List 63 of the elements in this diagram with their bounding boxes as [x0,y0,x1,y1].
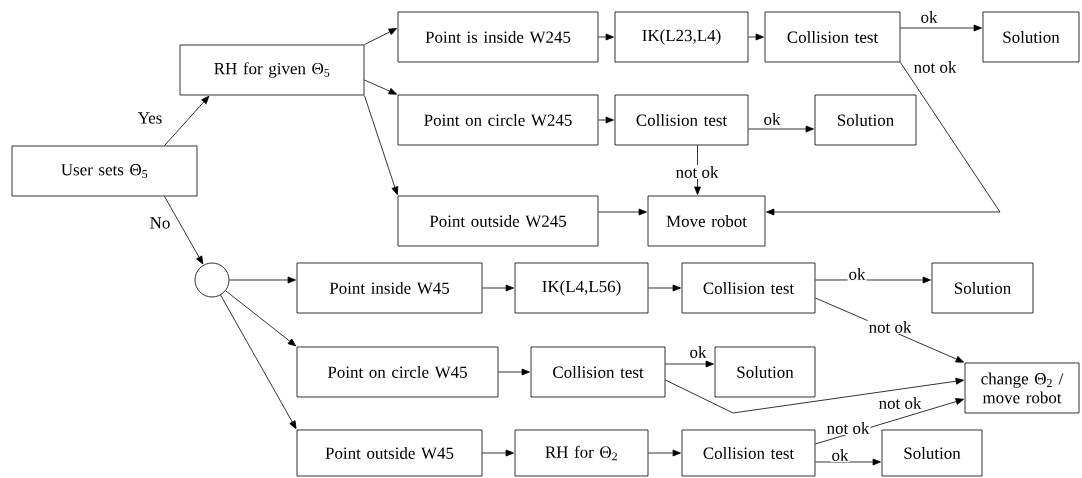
arrow [694,145,701,195]
arrow [498,368,530,376]
edge-label: No [148,216,172,230]
process-box: User sets Θ$_{5}$ [11,145,198,197]
arrow [815,398,964,445]
process-box: IK(L4,L56) [514,262,649,314]
process-box: Solution [931,262,1034,314]
arrow [665,377,964,414]
process-box: Collision test [614,94,749,146]
process-box: Collision test [764,11,901,63]
arrow [815,297,964,363]
arrow [364,79,397,95]
edge-label: not ok [825,421,871,435]
process-box: change Θ$_{2}$ / move robot [964,362,1080,414]
arrow [815,276,931,284]
arrow [648,284,681,292]
edge-label: ok [830,448,850,462]
arrow [164,196,204,265]
arrow [482,449,514,457]
process-box: Point outside W45 [296,429,483,477]
process-box: Solution [982,11,1080,63]
edge-label: not ok [867,320,913,334]
edge-label: not ok [877,396,923,410]
edge-label: not ok [912,60,958,74]
arrow [164,95,210,146]
process-box: RH for given Θ$_{5}$ [179,44,365,96]
process-box: Collision test [681,429,816,477]
edge-label: not ok [674,165,720,179]
arrow [220,294,297,430]
edge-label: Yes [136,111,164,125]
arrow [665,360,714,368]
process-box: Solution [881,429,983,477]
arrow [815,458,881,466]
arrow [364,95,399,195]
arrow [648,449,681,457]
arrow [598,116,614,124]
process-box: Point on circle W245 [397,94,599,146]
process-box: RH for Θ$_{2}$ [514,429,649,477]
process-box: IK(L23,L4) [614,11,749,63]
process-box: Point on circle W45 [296,346,499,398]
process-box: Point is inside W245 [397,11,599,63]
junction-circle [194,262,230,298]
edge-label: ok [919,10,939,24]
process-box: Solution [714,346,816,398]
arrow [229,276,296,284]
arrow [766,62,1001,216]
arrow [598,33,614,41]
process-box: Collision test [681,262,816,314]
process-box: Solution [814,94,917,146]
process-box: Point outside W245 [397,195,599,247]
arrow [748,33,764,41]
arrow [364,28,397,45]
arrow [482,284,514,292]
arrow [900,24,982,32]
process-box: Move robot [647,195,766,247]
process-box: Point inside W45 [296,262,483,314]
edge-label: ok [762,112,782,126]
edge-label: ok [688,345,708,359]
edge-label: ok [847,267,867,281]
process-box: Collision test [530,346,666,398]
arrow [598,208,647,216]
arrow [225,290,297,347]
arrow [748,125,814,133]
